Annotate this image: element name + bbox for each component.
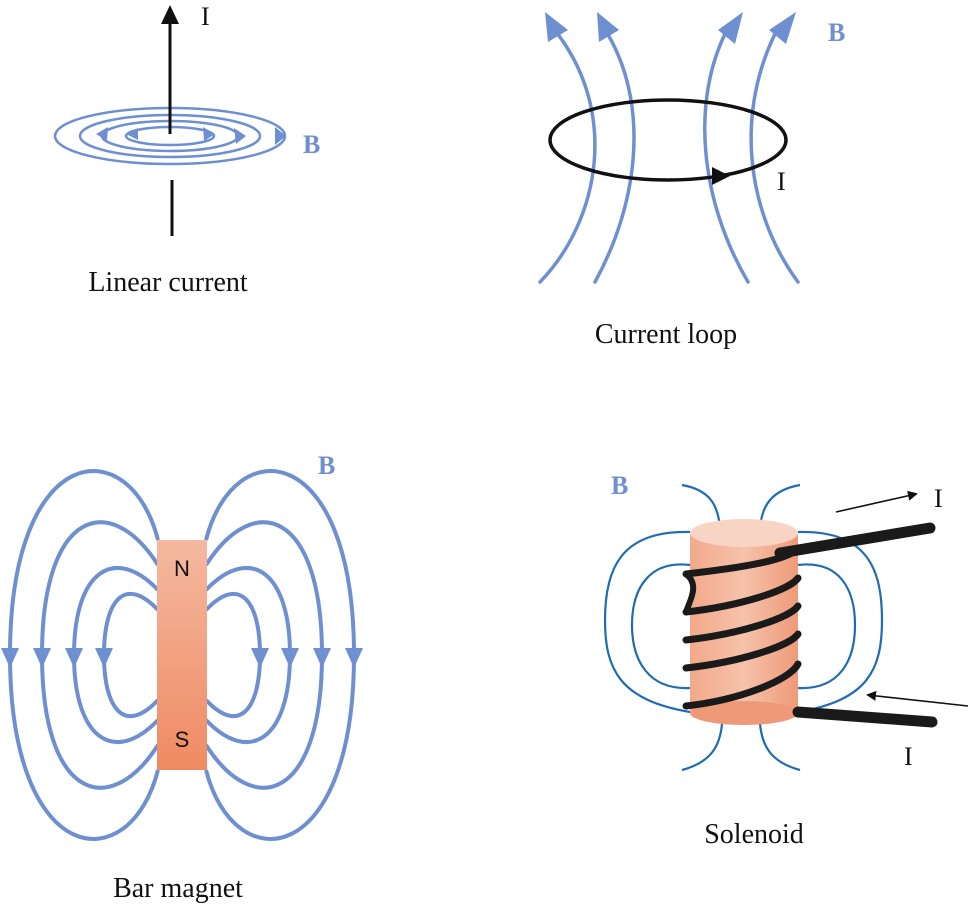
loop-field-lines <box>538 26 800 284</box>
current-loop-caption: Current loop <box>595 319 737 350</box>
field-line <box>71 566 160 744</box>
field-arrowhead <box>251 648 269 668</box>
lead-wire-top <box>774 522 936 559</box>
current-loop-wire <box>548 98 788 182</box>
field-label: B <box>828 18 845 47</box>
field-line <box>797 563 857 690</box>
solenoid-coil <box>682 544 802 710</box>
field-arrowhead <box>281 648 299 668</box>
solenoid-core-top <box>690 519 798 547</box>
field-arrowhead <box>275 127 286 145</box>
current-in-label: I <box>904 742 913 771</box>
north-pole-label: N <box>174 556 190 581</box>
linear-field-arrowheads <box>96 127 286 145</box>
field-line <box>681 723 724 772</box>
field-arrowhead <box>33 648 51 668</box>
field-line <box>749 26 800 284</box>
field-arrowhead <box>769 12 796 44</box>
bar-magnet-panel: N S B Bar magnet <box>1 451 363 904</box>
coil-turn <box>682 602 802 644</box>
current-arrowhead <box>712 167 730 185</box>
linear-current-caption: Linear current <box>88 267 248 298</box>
current-out-label: I <box>934 484 943 513</box>
field-arrowhead <box>718 12 743 44</box>
bar-magnet-caption: Bar magnet <box>113 873 243 904</box>
field-arrowhead <box>1 648 19 668</box>
field-label: B <box>318 451 335 480</box>
field-arrowhead <box>313 648 331 668</box>
field-arrowhead <box>95 648 113 668</box>
field-line <box>758 723 801 772</box>
current-in-arrow <box>866 690 969 707</box>
solenoid-panel: I I B Solenoid <box>603 471 969 850</box>
field-arrowhead <box>345 648 363 668</box>
field-arrowhead <box>203 127 215 141</box>
field-label: B <box>303 130 320 159</box>
linear-current-panel: I B Linear current <box>53 2 320 298</box>
current-loop-panel: I B Current loop <box>538 12 845 350</box>
field-line <box>797 530 884 714</box>
field-arrowhead <box>96 127 108 141</box>
field-label: B <box>611 471 628 500</box>
field-line <box>630 563 691 690</box>
field-line <box>204 591 263 719</box>
field-arrowhead <box>126 128 138 140</box>
coil-back <box>683 571 697 615</box>
current-label: I <box>777 167 786 196</box>
loop-field-arrowheads <box>545 12 796 44</box>
solenoid-core-bottom <box>690 701 798 725</box>
field-arrowhead <box>65 648 83 668</box>
coil-turn <box>682 574 802 616</box>
field-line <box>101 591 160 719</box>
current-out-arrow <box>835 490 918 513</box>
solenoid-caption: Solenoid <box>704 819 804 850</box>
field-line <box>603 530 691 714</box>
magnet-field-arrowheads <box>1 648 363 668</box>
bar-magnet <box>157 540 207 770</box>
south-pole-label: S <box>175 727 190 752</box>
field-arrowhead <box>234 128 246 144</box>
field-arrowhead <box>545 12 568 42</box>
field-line <box>703 26 750 284</box>
coil-turn <box>682 660 802 710</box>
current-arrowhead <box>161 5 179 24</box>
lead-wire-bottom <box>792 706 938 728</box>
field-line <box>593 26 636 284</box>
coil-turn <box>682 630 802 672</box>
field-arrowhead <box>597 12 619 42</box>
field-line <box>204 566 293 744</box>
field-line <box>538 26 597 284</box>
current-label: I <box>201 2 210 31</box>
